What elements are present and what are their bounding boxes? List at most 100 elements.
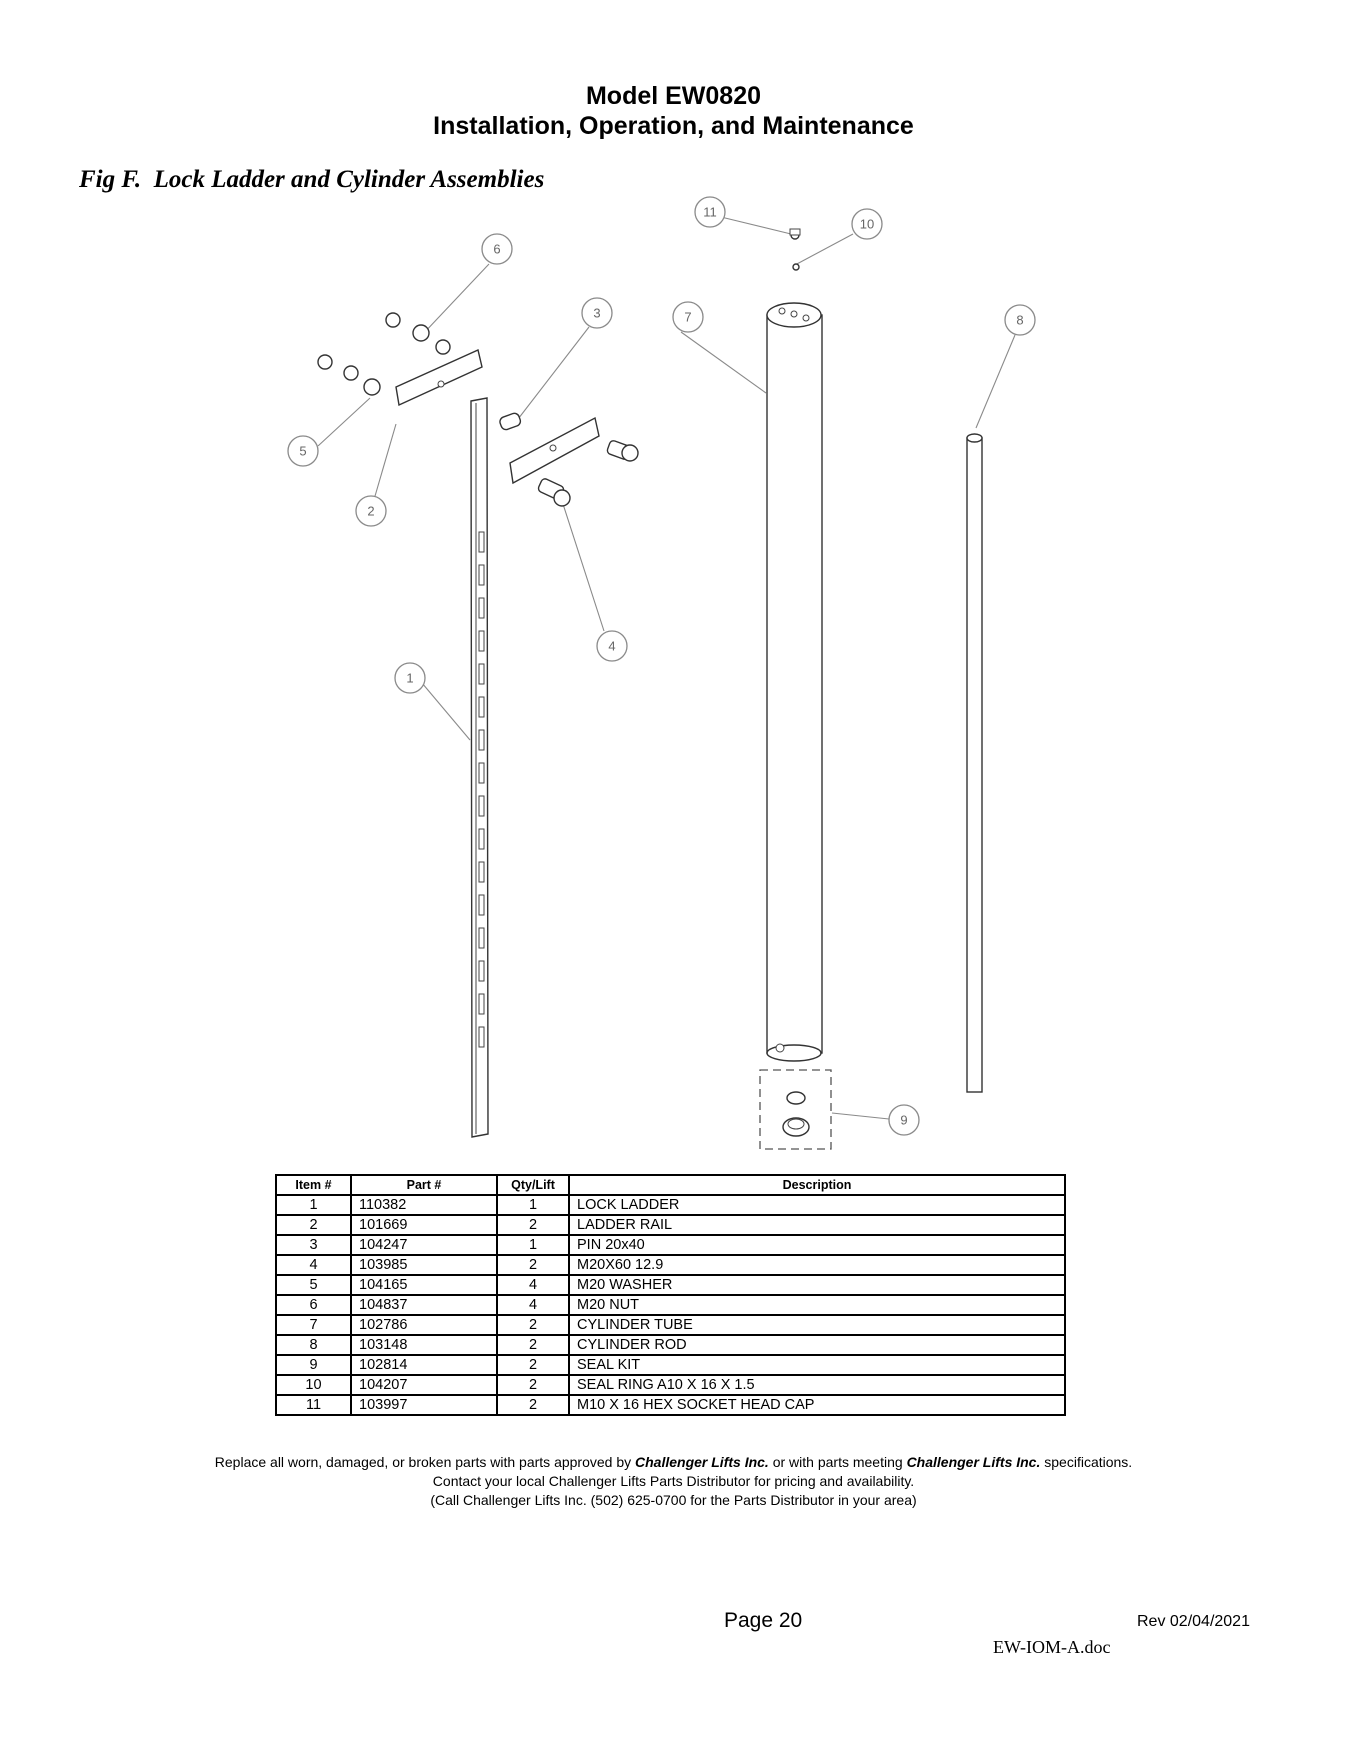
quantity-cell: 4 [496, 1294, 570, 1316]
column-header-part: Part # [350, 1174, 498, 1196]
ladder-slot [478, 729, 485, 751]
description-cell: PIN 20x40 [568, 1234, 1066, 1256]
item-balloon-3: 3 [581, 297, 613, 329]
fastener-part [789, 228, 801, 271]
svg-text:9: 9 [900, 1113, 907, 1128]
figure-caption: Fig F. Lock Ladder and Cylinder Assembli… [79, 166, 545, 193]
leader-lines [317, 216, 1016, 1120]
part-number-cell: 104247 [350, 1234, 498, 1256]
item-balloon-1: 1 [394, 662, 426, 694]
item-number-cell: 4 [275, 1254, 352, 1276]
description-cell: M20 WASHER [568, 1274, 1066, 1296]
brand-name: Challenger Lifts Inc. [906, 1454, 1041, 1470]
brand-name: Challenger Lifts Inc. [635, 1454, 769, 1470]
item-balloon-7: 7 [672, 301, 704, 333]
item-number-cell: 11 [275, 1394, 352, 1416]
item-balloon-10: 10 [851, 208, 883, 240]
description-cell: M20 NUT [568, 1294, 1066, 1316]
cylinder-rod-part [966, 433, 983, 1093]
svg-text:7: 7 [684, 310, 691, 325]
column-header-description: Description [568, 1174, 1066, 1196]
ladder-slot [478, 927, 485, 949]
quantity-cell: 2 [496, 1394, 570, 1416]
quantity-cell: 2 [496, 1254, 570, 1276]
pin-part [499, 412, 522, 431]
svg-text:6: 6 [493, 242, 500, 257]
table-header-row: Item # Part # Qty/Lift Description [275, 1174, 1066, 1196]
ladder-slot [478, 828, 485, 850]
revision-date: Rev 02/04/2021 [1137, 1613, 1250, 1630]
svg-text:11: 11 [703, 205, 717, 220]
part-number-cell: 103997 [350, 1394, 498, 1416]
ladder-slot [478, 564, 485, 586]
ladder-slot [478, 1026, 485, 1048]
bolt-part [537, 440, 639, 507]
replacement-note-part-a: Replace all worn, damaged, or broken par… [214, 1454, 636, 1470]
distributor-note: Contact your local Challenger Lifts Part… [432, 1473, 915, 1489]
part-number-cell: 104165 [350, 1274, 498, 1296]
description-cell: M10 X 16 HEX SOCKET HEAD CAP [568, 1394, 1066, 1416]
part-number-cell: 104207 [350, 1374, 498, 1396]
svg-text:10: 10 [860, 217, 874, 232]
ladder-slot [478, 531, 485, 553]
ladder-slot [478, 861, 485, 883]
svg-text:8: 8 [1016, 313, 1023, 328]
ladder-rail-part [395, 349, 600, 485]
item-number-cell: 10 [275, 1374, 352, 1396]
item-number-cell: 8 [275, 1334, 352, 1356]
quantity-cell: 1 [496, 1194, 570, 1216]
description-cell: LOCK LADDER [568, 1194, 1066, 1216]
svg-text:1: 1 [406, 671, 413, 686]
replacement-note-part-c: specifications. [1040, 1454, 1133, 1470]
description-cell: CYLINDER ROD [568, 1334, 1066, 1356]
item-number-cell: 5 [275, 1274, 352, 1296]
svg-text:5: 5 [299, 444, 306, 459]
item-number-cell: 3 [275, 1234, 352, 1256]
svg-text:2: 2 [367, 504, 374, 519]
description-cell: SEAL KIT [568, 1354, 1066, 1376]
ladder-slot [478, 960, 485, 982]
part-number-cell: 102786 [350, 1314, 498, 1336]
item-number-cell: 7 [275, 1314, 352, 1336]
item-balloon-11: 11 [694, 196, 726, 228]
ladder-slot [478, 696, 485, 718]
description-cell: M20X60 12.9 [568, 1254, 1066, 1276]
item-balloon-8: 8 [1004, 304, 1036, 336]
description-cell: LADDER RAIL [568, 1214, 1066, 1236]
column-header-item: Item # [275, 1174, 352, 1196]
document-filename: EW-IOM-A.doc [993, 1637, 1111, 1657]
part-number-cell: 103985 [350, 1254, 498, 1276]
nut-washer-part [317, 312, 451, 396]
exploded-parts-diagram: 1 2 3 4 5 6 7 8 9 10 11 [287, 196, 1036, 1150]
quantity-cell: 4 [496, 1274, 570, 1296]
item-number-cell: 2 [275, 1214, 352, 1236]
item-balloon-5: 5 [287, 435, 319, 467]
ladder-slot [478, 795, 485, 817]
quantity-cell: 2 [496, 1374, 570, 1396]
replacement-note-part-b: or with parts meeting [768, 1454, 907, 1470]
phone-note: (Call Challenger Lifts Inc. (502) 625-07… [430, 1492, 917, 1508]
svg-text:3: 3 [593, 306, 600, 321]
item-balloon-9: 9 [888, 1104, 920, 1136]
column-header-qty: Qty/Lift [496, 1174, 570, 1196]
description-cell: SEAL RING A10 X 16 X 1.5 [568, 1374, 1066, 1396]
replacement-note: Replace all worn, damaged, or broken par… [0, 1453, 1347, 1472]
page-number: Page 20 [724, 1609, 803, 1632]
item-number-cell: 9 [275, 1354, 352, 1376]
document-subtitle: Installation, Operation, and Maintenance [433, 112, 914, 140]
seal-kit-part [759, 1069, 832, 1150]
item-balloon-4: 4 [596, 630, 628, 662]
document-title: Model EW0820 [585, 82, 762, 110]
ladder-slot [478, 762, 485, 784]
